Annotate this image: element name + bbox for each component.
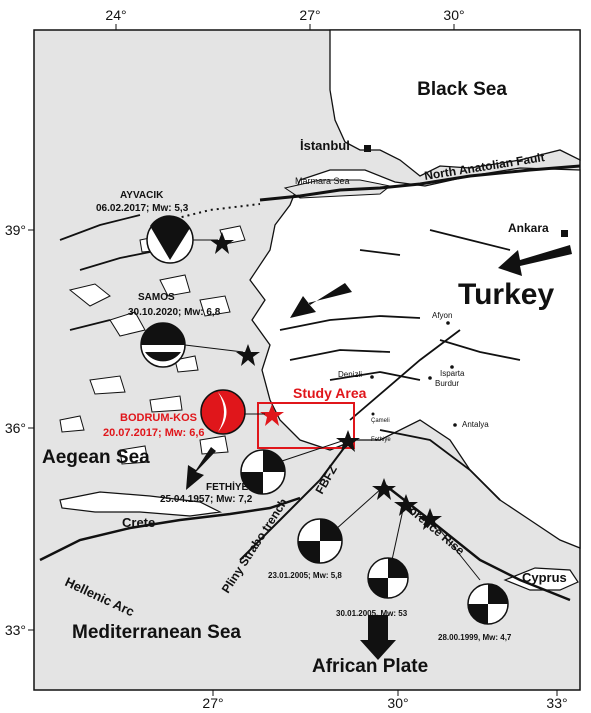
- bodrum-name: BODRUM-KOS: [120, 412, 197, 424]
- fethiye-detail: 25.04.1957; Mw: 7,2: [160, 494, 253, 505]
- left-tick-1: 39°: [5, 222, 26, 238]
- beachball-1999: [467, 583, 509, 625]
- top-tick-1: 24°: [105, 7, 126, 23]
- afyon-marker: [446, 321, 450, 325]
- aegean-sea-label: Aegean Sea: [42, 447, 150, 468]
- black-sea-shape: [329, 29, 581, 177]
- ayvacik-detail: 06.02.2017; Mw: 5,3: [96, 203, 189, 214]
- beachball-bodrum: [200, 389, 246, 435]
- fethiye-name: FETHİYE: [206, 480, 249, 493]
- burdur-marker: [428, 376, 432, 380]
- top-tick-3: 30°: [443, 7, 464, 23]
- bottom-tick-1: 27°: [202, 695, 223, 711]
- samos-name: SAMOS: [138, 292, 175, 303]
- star-fethiye: [336, 430, 360, 452]
- marmara-sea-label: Marmara Sea: [295, 176, 350, 186]
- star-2005b: [394, 494, 418, 516]
- eq2005a-detail: 23.01.2005; Mw: 5,8: [268, 571, 342, 580]
- study-area-label: Study Area: [293, 385, 367, 401]
- star-samos: [236, 344, 260, 366]
- city-markers: [364, 145, 568, 427]
- denizli-label: Denizli: [338, 370, 362, 379]
- bodrum-detail: 20.07.2017; Mw: 6,6: [103, 427, 205, 439]
- cameli-label: Çameli: [371, 418, 390, 424]
- crete-island: [59, 491, 223, 517]
- star-1999: [418, 508, 442, 530]
- afyon-label: Afyon: [432, 311, 452, 320]
- study-area-box: [257, 402, 355, 449]
- cyprus-label: Cyprus: [522, 570, 567, 585]
- samos-detail: 30.10.2020; Mw: 6,8: [128, 307, 221, 318]
- eq2005b-detail: 30.01.2005, Mw: 53: [336, 609, 408, 618]
- fault-branch-dotted: [169, 203, 261, 221]
- crete-label: Crete: [122, 515, 155, 530]
- turkey-label: Turkey: [458, 278, 554, 311]
- beachball-ayvacik: [146, 215, 194, 264]
- beachball-2005b: [367, 557, 409, 599]
- istanbul-marker: [364, 145, 371, 152]
- top-tick-2: 27°: [299, 7, 320, 23]
- ankara-label: Ankara: [508, 221, 549, 235]
- ankara-marker: [561, 230, 568, 237]
- pliny-strabo-line: [239, 439, 351, 561]
- istanbul-label: İstanbul: [300, 138, 350, 153]
- burdur-label: Burdur: [435, 379, 459, 388]
- star-bodrum: [260, 404, 284, 426]
- antalya-label: Antalya: [462, 420, 489, 429]
- left-tick-3: 33°: [5, 622, 26, 638]
- beachball-2005a: [297, 518, 343, 564]
- fethiye-town-label: Fethiye: [371, 437, 391, 443]
- left-tick-2: 36°: [5, 420, 26, 436]
- bottom-tick-3: 33°: [546, 695, 567, 711]
- black-sea-label: Black Sea: [417, 79, 507, 100]
- florence-rise-line: [384, 484, 571, 602]
- motion-arrows: [186, 245, 572, 660]
- fault-lines: [59, 214, 521, 501]
- antalya-marker: [453, 423, 457, 427]
- isparta-label: Isparta: [440, 369, 465, 378]
- axis-ticks: [28, 24, 558, 696]
- north-anatolian-fault-line: [259, 164, 581, 202]
- cyprus-island: [503, 567, 579, 591]
- african-plate-label: African Plate: [312, 656, 428, 677]
- cameli-marker: [371, 412, 375, 416]
- beachball-samos: [140, 322, 186, 368]
- connector-lines: [184, 239, 481, 581]
- ayvacik-name: AYVACIK: [120, 190, 164, 201]
- bottom-tick-2: 30°: [387, 695, 408, 711]
- hellenic-arc-line: [39, 496, 301, 562]
- mediterranean-sea-label: Mediterranean Sea: [72, 622, 241, 643]
- eq1999-detail: 28.00.1999, Mw: 4,7: [438, 633, 512, 642]
- star-2005a: [372, 478, 396, 500]
- beachball-fethiye: [240, 449, 286, 495]
- denizli-marker: [370, 375, 374, 379]
- isparta-marker: [450, 365, 454, 369]
- epicenter-stars: [210, 232, 442, 530]
- star-ayvacik: [210, 232, 234, 254]
